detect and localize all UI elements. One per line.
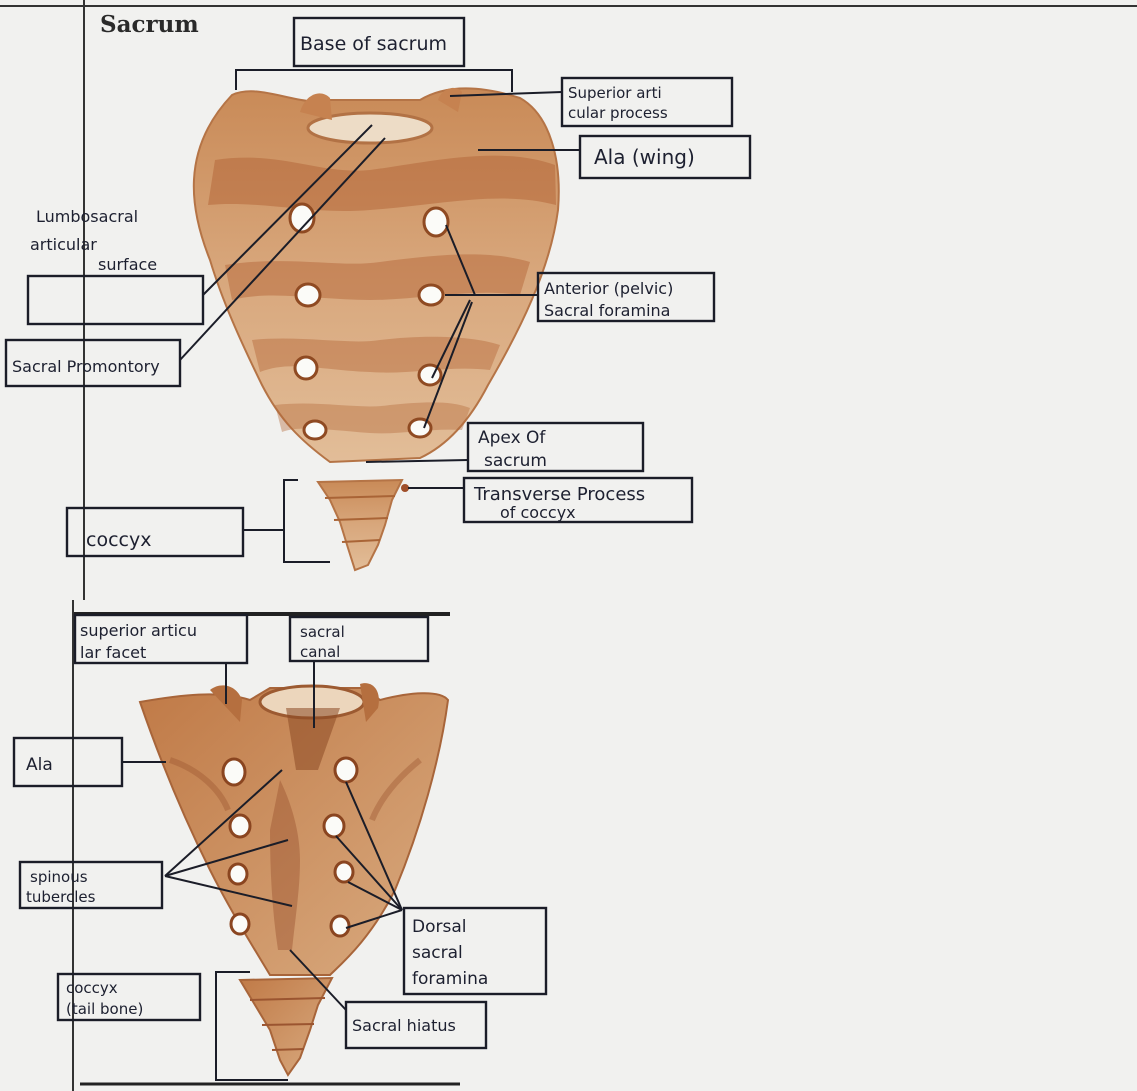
label-superior-articular-process-line-2: cular process	[568, 104, 668, 122]
label-superior-articular-process-line-1: Superior arti	[568, 84, 662, 102]
label-sacral-hiatus: Sacral hiatus	[352, 1016, 456, 1035]
label-base-of-sacrum: Base of sacrum	[300, 33, 447, 55]
label-spinous-line-2: tubercles	[26, 888, 96, 906]
label-box-lumbosacral-blank	[28, 276, 203, 324]
label-ala-wing: Ala (wing)	[594, 145, 695, 169]
label-superior-facet-line-1: superior articu	[80, 621, 197, 640]
label-coccyx-tail-line-1: coccyx	[66, 979, 118, 997]
label-lumbosacral-line-2: articular	[30, 235, 97, 254]
label-sacral-canal-line-1: sacral	[300, 623, 345, 641]
posterior-sacrum-illustration	[140, 683, 448, 975]
anterior-sacrum-illustration	[194, 88, 559, 462]
label-coccyx-tail-line-2: (tail bone)	[66, 1000, 143, 1018]
label-lumbosacral-line-1: Lumbosacral	[36, 207, 138, 226]
leader-coccyx-bracket	[243, 480, 330, 562]
label-superior-facet-line-2: lar facet	[80, 643, 146, 662]
label-spinous-line-1: spinous	[30, 868, 88, 886]
label-transverse-line-2: of coccyx	[500, 503, 576, 522]
label-dorsal-line-2: sacral	[412, 943, 463, 963]
label-apex-line-1: Apex Of	[478, 428, 546, 448]
posterior-coccyx-illustration	[240, 978, 332, 1075]
label-sacral-canal-line-2: canal	[300, 643, 340, 661]
label-coccyx: coccyx	[86, 529, 151, 551]
label-apex-line-2: sacrum	[484, 451, 547, 471]
label-anterior-foramina-line-1: Anterior (pelvic)	[544, 279, 673, 298]
label-anterior-foramina-line-2: Sacral foramina	[544, 301, 670, 320]
label-transverse-line-1: Transverse Process	[473, 484, 645, 505]
label-dorsal-line-3: foramina	[412, 969, 488, 989]
label-sacral-promontory: Sacral Promontory	[12, 357, 160, 376]
label-ala: Ala	[26, 755, 53, 775]
anterior-coccyx-illustration	[318, 480, 409, 570]
label-lumbosacral-line-3: surface	[98, 255, 157, 274]
label-dorsal-line-1: Dorsal	[412, 917, 466, 937]
page-title: Sacrum	[100, 11, 199, 38]
